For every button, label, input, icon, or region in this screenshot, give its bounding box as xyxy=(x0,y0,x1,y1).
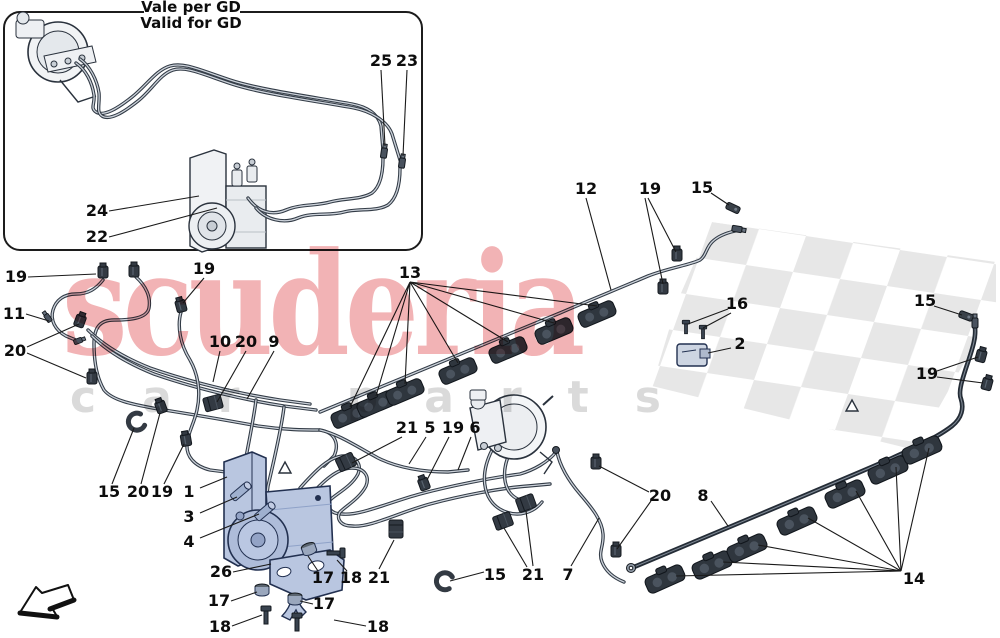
callout-19: 19 xyxy=(442,418,464,437)
callout-14: 14 xyxy=(903,569,925,588)
callout-13: 13 xyxy=(399,263,421,282)
callout-9: 9 xyxy=(268,332,279,351)
callout-3: 3 xyxy=(183,507,194,526)
callout-16: 16 xyxy=(726,294,748,313)
callout-2: 2 xyxy=(734,334,745,353)
callout-20: 20 xyxy=(649,486,671,505)
callout-15: 15 xyxy=(98,482,120,501)
callout-18: 18 xyxy=(340,568,362,587)
callout-18: 18 xyxy=(209,617,231,636)
inset-brake-booster xyxy=(15,11,97,103)
callout-17: 17 xyxy=(312,568,334,587)
callout-7: 7 xyxy=(562,565,573,584)
checkered-flag xyxy=(652,222,996,450)
callout-12: 12 xyxy=(575,179,597,198)
inset-abs-module xyxy=(188,149,267,253)
inset-brake-pipes xyxy=(74,57,407,223)
callout-21: 21 xyxy=(396,418,418,437)
inset-validity-box xyxy=(3,5,423,253)
callout-17: 17 xyxy=(313,594,335,613)
rear-brake-pipe-7 xyxy=(552,446,626,584)
callout-19: 19 xyxy=(639,179,661,198)
abs-bracket xyxy=(269,549,345,621)
front-brake-pipes xyxy=(50,275,339,510)
callout-19: 19 xyxy=(5,267,27,286)
callout-5: 5 xyxy=(424,418,435,437)
callout-23: 23 xyxy=(396,51,418,70)
triangle-marker xyxy=(844,398,860,412)
callout-19: 19 xyxy=(151,482,173,501)
leader-lines xyxy=(25,69,984,627)
inset-title-line2: Valid for GD xyxy=(140,14,241,32)
inset-title-line1: Vale per GD xyxy=(141,0,241,16)
callout-22: 22 xyxy=(86,227,108,246)
abs-hydraulic-unit xyxy=(223,451,345,621)
callout-8: 8 xyxy=(697,486,708,505)
callouts: 25 23 24 22 19 11 20 19 10 20 9 13 12 19… xyxy=(3,51,938,636)
callout-20: 20 xyxy=(4,341,26,360)
callout-10: 10 xyxy=(209,332,231,351)
direction-arrow-icon xyxy=(17,584,77,620)
yaw-sensor xyxy=(676,343,711,367)
triangle-marker xyxy=(277,460,293,474)
rear-brake-pipe-8 xyxy=(626,224,979,573)
callout-20: 20 xyxy=(127,482,149,501)
callout-21: 21 xyxy=(368,568,390,587)
callout-19: 19 xyxy=(916,364,938,383)
callout-6: 6 xyxy=(469,418,480,437)
callout-19: 19 xyxy=(193,259,215,278)
callout-11: 11 xyxy=(3,304,25,323)
callout-15: 15 xyxy=(914,291,936,310)
callout-4: 4 xyxy=(183,532,194,551)
callout-21: 21 xyxy=(522,565,544,584)
brake-booster xyxy=(469,389,554,475)
callout-15: 15 xyxy=(691,178,713,197)
callout-17: 17 xyxy=(208,591,230,610)
callout-25: 25 xyxy=(370,51,392,70)
callout-24: 24 xyxy=(86,201,108,220)
callout-18: 18 xyxy=(367,617,389,636)
callout-15: 15 xyxy=(484,565,506,584)
callout-20: 20 xyxy=(235,332,257,351)
callout-26: 26 xyxy=(210,562,232,581)
callout-1: 1 xyxy=(183,482,194,501)
